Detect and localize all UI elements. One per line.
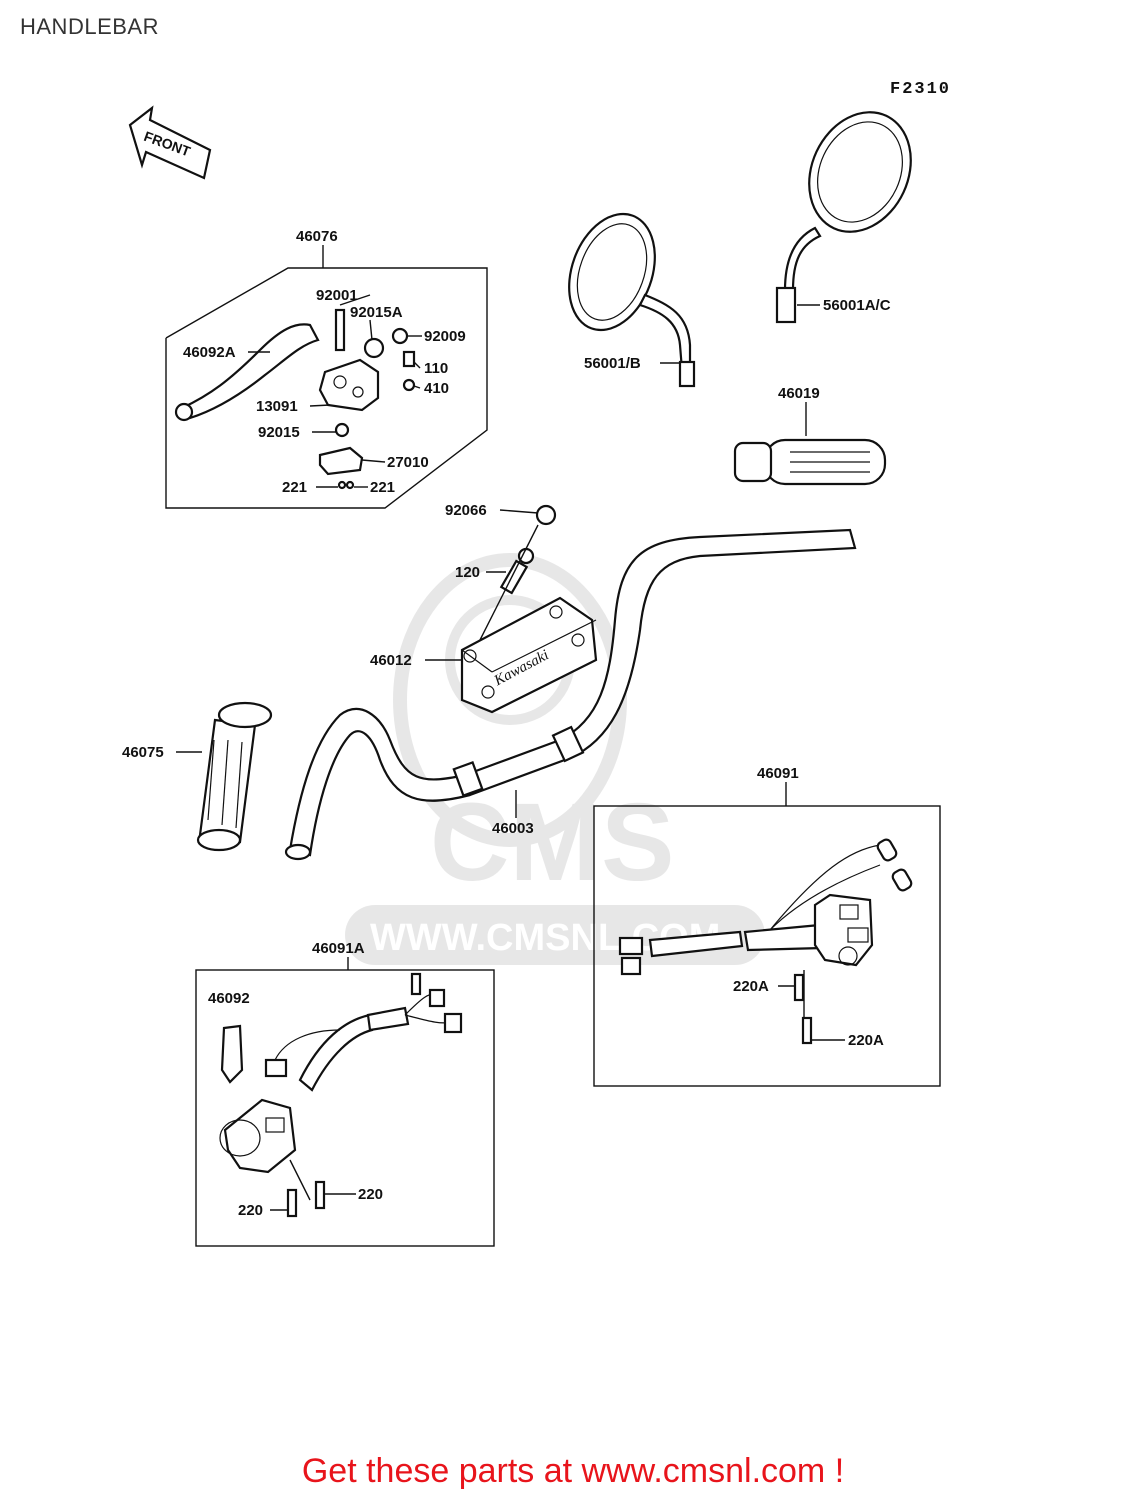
bolt-drawing: [479, 504, 557, 641]
label-220-left: 220: [238, 1202, 263, 1219]
mirror-left-drawing: [568, 212, 696, 388]
right-switch-box: [593, 782, 941, 1087]
mirror-right-drawing: [775, 111, 912, 324]
label-46092A: 46092A: [183, 344, 236, 361]
front-arrow-icon: FRONT: [128, 105, 212, 180]
parts-diagram: CMS WWW.CMSNL.COM FRONT: [122, 105, 941, 1247]
label-120: 120: [455, 564, 480, 581]
figure-code: F2310: [890, 80, 952, 99]
label-46091A: 46091A: [312, 940, 365, 957]
leader-lines: [176, 294, 845, 1211]
label-92009: 92009: [424, 328, 466, 345]
label-46012: 46012: [370, 652, 412, 669]
label-92001: 92001: [316, 287, 358, 304]
lever-holder-drawing: [318, 308, 416, 490]
handlebar-drawing: [284, 528, 857, 861]
label-221-left: 221: [282, 479, 307, 496]
label-46003: 46003: [492, 820, 534, 837]
label-92015: 92015: [258, 424, 300, 441]
lever-assembly-box: [165, 245, 488, 509]
label-110: 110: [424, 360, 448, 377]
label-46092: 46092: [208, 990, 250, 1007]
label-92066: 92066: [445, 502, 487, 519]
page-title: HANDLEBAR: [20, 14, 159, 39]
label-220A-lower: 220A: [848, 1032, 884, 1049]
label-27010: 27010: [387, 454, 429, 471]
label-410: 410: [424, 380, 449, 397]
clutch-lever-drawing: [174, 323, 320, 422]
watermark-logo-text: CMS: [430, 781, 674, 904]
label-46091: 46091: [757, 765, 799, 782]
label-46076: 46076: [296, 228, 338, 245]
right-grip-drawing: [733, 438, 887, 486]
label-46075: 46075: [122, 744, 164, 761]
label-92015A: 92015A: [350, 304, 403, 321]
label-13091: 13091: [256, 398, 298, 415]
label-220-right: 220: [358, 1186, 383, 1203]
left-grip-drawing: [196, 701, 273, 852]
label-221-right: 221: [370, 479, 395, 496]
footer-link[interactable]: Get these parts at www.cmsnl.com !: [301, 1452, 845, 1490]
label-56001B: 56001/B: [584, 355, 641, 372]
label-56001AC: 56001A/C: [823, 297, 891, 314]
label-220A-upper: 220A: [733, 978, 769, 995]
label-46019: 46019: [778, 385, 820, 402]
handlebar-holder-drawing: Kawasaki: [460, 596, 598, 714]
left-switch-box: [195, 957, 495, 1247]
